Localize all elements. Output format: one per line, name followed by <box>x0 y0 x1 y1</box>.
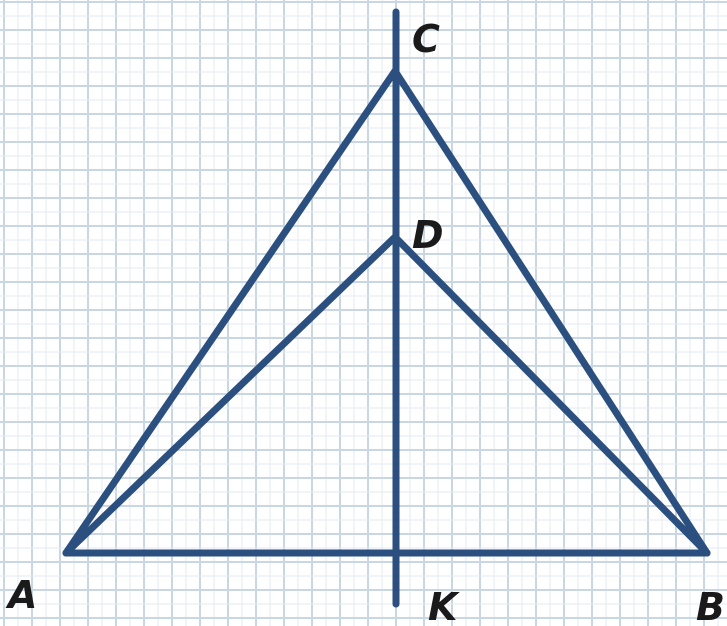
segment-ac <box>62 67 399 557</box>
segment-db <box>391 233 711 557</box>
label-point-d: D <box>412 213 444 257</box>
label-point-a: A <box>5 573 37 617</box>
point-labels: C D A K B <box>5 17 725 626</box>
segment-cb <box>391 67 711 557</box>
label-point-k: K <box>428 585 460 626</box>
figure-lines <box>62 8 711 608</box>
label-point-b: B <box>696 585 725 626</box>
segment-ad <box>62 233 399 557</box>
label-point-c: C <box>412 17 440 61</box>
